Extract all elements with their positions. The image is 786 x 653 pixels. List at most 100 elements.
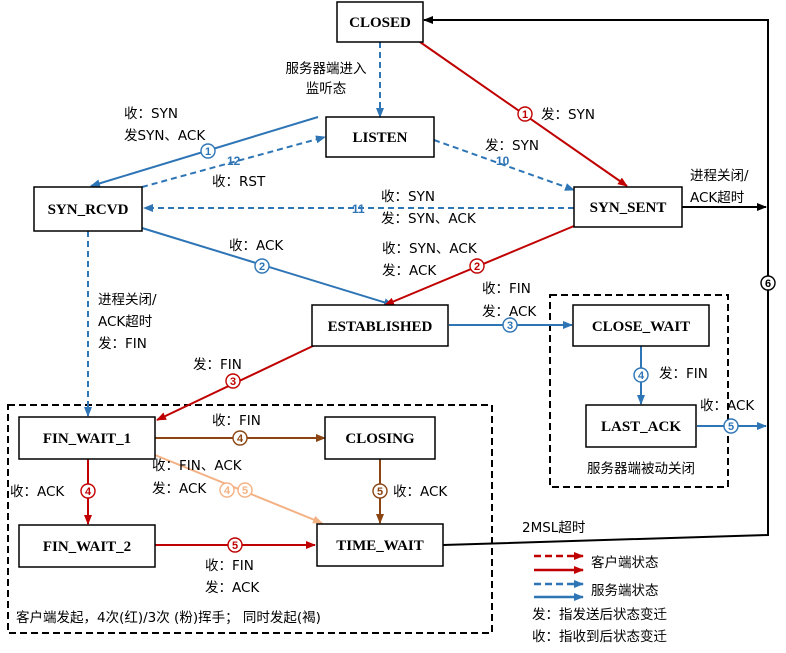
state-closewait: CLOSE_WAIT bbox=[592, 319, 690, 335]
legend-client: 客户端状态 bbox=[591, 554, 659, 571]
state-finwait1-box bbox=[18, 416, 156, 460]
step-marker-4-red: 4 bbox=[80, 483, 96, 499]
label-proc-close-left-1: 进程关闭/ bbox=[98, 292, 157, 308]
svg-text:11: 11 bbox=[352, 202, 365, 216]
legend-send-note: 发：指发送后状态变迁 bbox=[532, 607, 667, 623]
svg-text:12: 12 bbox=[227, 154, 241, 168]
label-send-ack-2: 发：ACK bbox=[382, 263, 437, 279]
passive-close-group bbox=[549, 294, 729, 488]
arrow-synrcvd-listen bbox=[141, 135, 326, 188]
label-proc-close-left-3: 发：FIN bbox=[98, 336, 147, 352]
svg-text:1: 1 bbox=[205, 146, 211, 158]
step-marker-5-brown: 5 bbox=[372, 483, 388, 499]
label-recv-fin-4: 收：FIN bbox=[212, 413, 261, 429]
svg-text:5: 5 bbox=[242, 485, 248, 497]
label-send-fin-3: 发：FIN bbox=[193, 357, 242, 373]
label-recv-rst: 收：RST bbox=[212, 174, 266, 190]
step-marker-3-blue: 3 bbox=[502, 317, 518, 333]
state-synrcvd-box bbox=[33, 186, 143, 232]
step-marker-10: 10 bbox=[496, 154, 510, 168]
state-listen-box bbox=[325, 116, 435, 158]
svg-text:5: 5 bbox=[377, 486, 383, 498]
label-proc-close-left-2: ACK超时 bbox=[98, 314, 152, 330]
svg-text:6: 6 bbox=[765, 278, 771, 290]
label-send-ack-3: 发：ACK bbox=[482, 304, 537, 320]
step-marker-5-red: 5 bbox=[227, 537, 243, 553]
label-send-syn-listen: 发：SYN bbox=[485, 138, 539, 154]
legend-server: 服务端状态 bbox=[591, 583, 659, 599]
step-marker-6: 6 bbox=[760, 275, 776, 291]
state-timewait: TIME_WAIT bbox=[336, 538, 424, 554]
svg-text:5: 5 bbox=[232, 540, 238, 552]
label-recv-ack-4: 收：ACK bbox=[10, 484, 65, 500]
label-recv-syn: 收：SYN bbox=[124, 106, 178, 122]
state-lastack: LAST_ACK bbox=[601, 419, 681, 435]
state-closing: CLOSING bbox=[345, 431, 415, 447]
svg-text:4: 4 bbox=[638, 370, 645, 382]
step-marker-11: 11 bbox=[352, 202, 365, 216]
state-closewait-box bbox=[572, 304, 710, 347]
step-marker-3-red: 3 bbox=[225, 373, 241, 389]
step-marker-12: 12 bbox=[227, 154, 241, 168]
state-closed: CLOSED bbox=[349, 15, 411, 31]
state-lastack-box bbox=[585, 404, 697, 448]
step-marker-4-brown: 4 bbox=[232, 430, 248, 446]
label-client-initiated: 客户端发起，4次(红)/3次 (粉)挥手； 同时发起(褐) bbox=[16, 609, 321, 626]
state-finwait2: FIN_WAIT_2 bbox=[43, 539, 131, 555]
state-finwait2-box bbox=[18, 524, 156, 568]
svg-text:3: 3 bbox=[507, 320, 513, 332]
label-server-enter-1: 服务器端进入 bbox=[286, 61, 367, 77]
step-marker-2-blue: 2 bbox=[254, 258, 270, 274]
label-recv-syn-11: 收：SYN bbox=[381, 189, 435, 205]
label-recv-fin-ack: 收：FIN、ACK bbox=[152, 458, 243, 474]
step-marker-1-blue: 1 bbox=[200, 143, 216, 159]
state-listen: LISTEN bbox=[352, 130, 407, 146]
svg-text:2: 2 bbox=[259, 261, 265, 273]
state-finwait1: FIN_WAIT_1 bbox=[43, 431, 131, 447]
label-server-enter-2: 监听态 bbox=[306, 81, 347, 97]
label-recv-syn-ack-2: 收：SYN、ACK bbox=[382, 241, 478, 257]
svg-text:4: 4 bbox=[85, 486, 92, 498]
state-established: ESTABLISHED bbox=[328, 319, 433, 335]
label-recv-ack-5-right: 收：ACK bbox=[700, 398, 755, 414]
svg-text:2: 2 bbox=[474, 261, 480, 273]
svg-text:4: 4 bbox=[224, 485, 231, 497]
state-closing-box bbox=[324, 416, 436, 460]
label-2msl: 2MSL超时 bbox=[522, 520, 585, 536]
state-synrcvd: SYN_RCVD bbox=[48, 202, 129, 218]
state-timewait-box bbox=[316, 523, 444, 567]
state-established-box bbox=[311, 304, 449, 347]
step-marker-4-blue: 4 bbox=[633, 367, 649, 383]
step-marker-4-pink: 4 bbox=[219, 482, 235, 498]
step-marker-5-pink: 5 bbox=[237, 482, 253, 498]
svg-text:3: 3 bbox=[230, 376, 236, 388]
client-close-group bbox=[7, 404, 493, 634]
label-send-syn-top: 发：SYN bbox=[541, 107, 595, 123]
label-recv-fin-3: 收：FIN bbox=[482, 281, 531, 297]
label-send-ack-5: 发：ACK bbox=[205, 580, 260, 596]
label-recv-ack-2: 收：ACK bbox=[229, 238, 284, 254]
state-synsent-box bbox=[573, 186, 683, 228]
svg-text:5: 5 bbox=[728, 421, 734, 433]
label-send-ack-45: 发：ACK bbox=[152, 481, 207, 497]
label-send-syn-ack-11: 发：SYN、ACK bbox=[381, 211, 477, 227]
state-synsent: SYN_SENT bbox=[590, 200, 667, 216]
step-marker-1-red: 1 bbox=[517, 106, 533, 122]
svg-text:10: 10 bbox=[496, 154, 510, 168]
step-marker-2-red: 2 bbox=[469, 258, 485, 274]
label-passive-close: 服务器端被动关闭 bbox=[587, 461, 695, 477]
label-recv-ack-5-closing: 收：ACK bbox=[393, 484, 448, 500]
svg-text:1: 1 bbox=[522, 109, 528, 121]
arrow-listen-synsent bbox=[433, 139, 575, 191]
label-proc-close-right-2: ACK超时 bbox=[690, 190, 744, 206]
label-send-fin-4: 发：FIN bbox=[659, 366, 708, 382]
state-closed-box bbox=[336, 1, 424, 43]
label-recv-fin-5: 收：FIN bbox=[205, 558, 254, 574]
svg-text:4: 4 bbox=[237, 433, 244, 445]
label-proc-close-right-1: 进程关闭/ bbox=[690, 168, 749, 184]
step-marker-5-blue: 5 bbox=[723, 418, 739, 434]
legend-recv-note: 收：指收到后状态变迁 bbox=[532, 629, 667, 645]
label-send-syn-ack: 发SYN、ACK bbox=[124, 128, 206, 144]
